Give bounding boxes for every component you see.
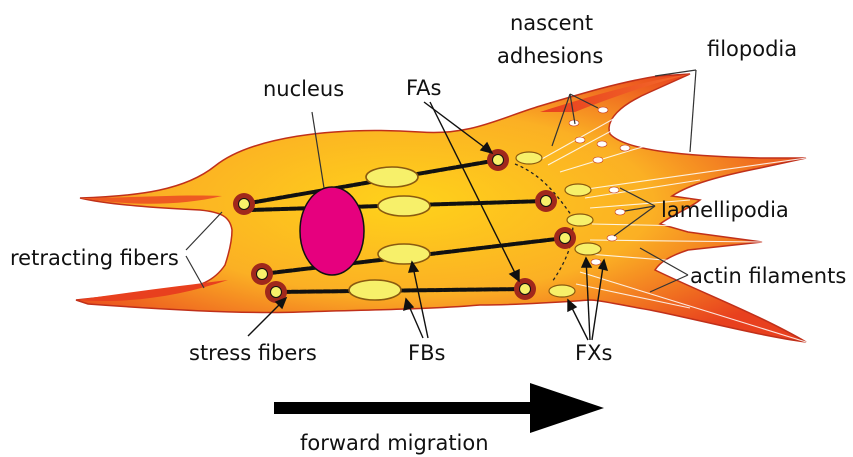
label-nascent-line1: nascent <box>510 11 593 35</box>
focal-adhesion <box>251 263 273 285</box>
label-fxs: FXs <box>575 341 612 365</box>
label-lamellipodia: lamellipodia <box>661 198 789 222</box>
label-actin-filaments: actin filaments <box>690 264 846 288</box>
label-fbs: FBs <box>408 341 445 365</box>
label-nascent-line2: adhesions <box>497 44 603 68</box>
label-forward-migration: forward migration <box>300 431 489 455</box>
label-nucleus: nucleus <box>263 77 344 101</box>
nucleus-shape <box>300 187 364 275</box>
label-stress-fibers: stress fibers <box>189 341 317 365</box>
label-fas: FAs <box>406 76 441 100</box>
forward-migration-arrow <box>274 383 604 433</box>
focal-adhesion <box>514 278 536 300</box>
focal-adhesion <box>554 227 576 249</box>
focal-adhesion <box>233 193 255 215</box>
label-retracting-fibers: retracting fibers <box>10 246 179 270</box>
label-filopodia: filopodia <box>707 37 797 61</box>
focal-adhesion <box>535 190 557 212</box>
